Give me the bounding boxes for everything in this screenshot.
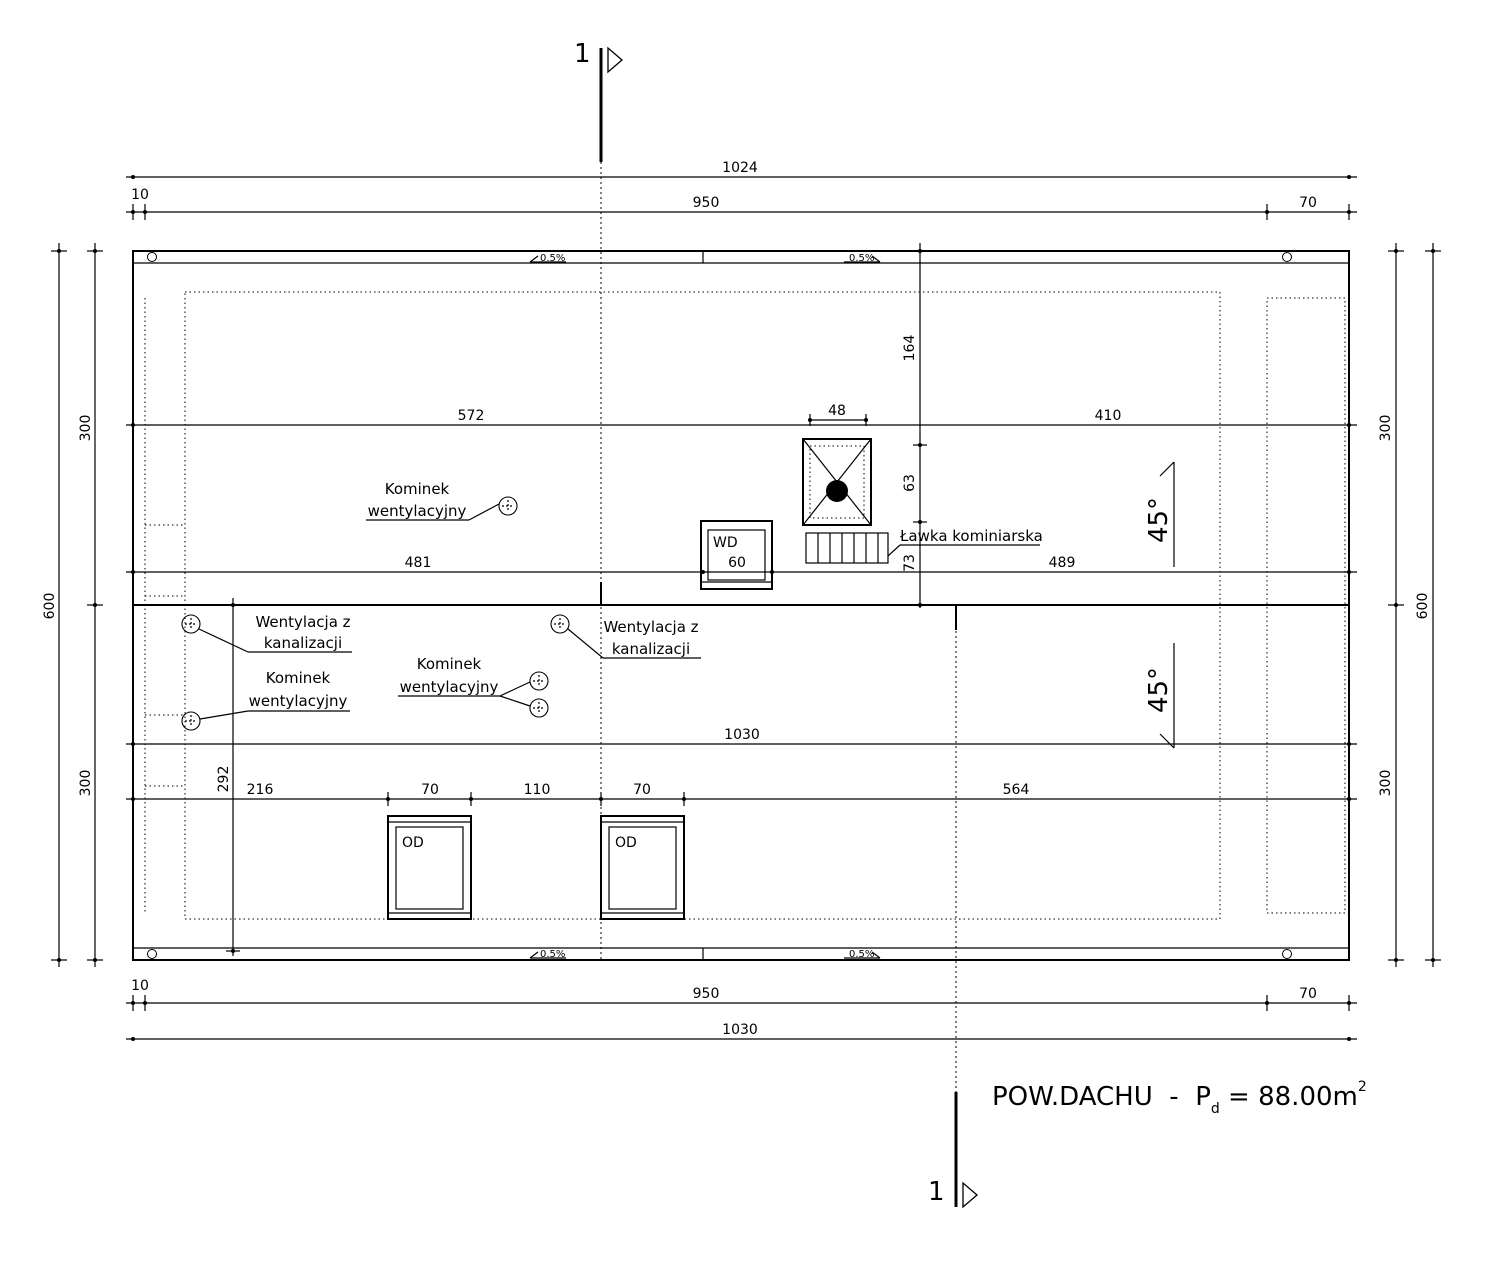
pitch-upper: 45° [1144, 461, 1175, 567]
dim-top-right: 70 [1299, 195, 1317, 211]
vent-circle-icon [181, 711, 201, 731]
dim-row3-full: 1030 [724, 727, 760, 743]
dim-right-upper: 300 [1378, 415, 1394, 442]
roof-area-prefix: POW.DACHU - P [992, 1082, 1211, 1112]
roof-window-1: OD [387, 815, 472, 920]
vent-circle-icon [529, 698, 549, 718]
pitch-lower: 45° [1144, 643, 1175, 749]
label-kominek-2b: wentylacyjny [249, 692, 348, 710]
section-label-bottom: 1 [928, 1177, 945, 1207]
label-kominek-1a: Kominek [385, 480, 450, 498]
label-went-1b: kanalizacji [264, 634, 342, 652]
left-dimensions: 600 300 300 [42, 243, 103, 967]
vent-chimney-1: Kominek wentylacyjny [366, 480, 518, 521]
label-window-2: OD [615, 835, 637, 851]
dim-left-total: 600 [42, 593, 58, 620]
roof-hatch: WD [700, 520, 773, 590]
sewer-vent-2: Wentylacja z kanalizacji [550, 614, 701, 659]
dim-bottom-left: 10 [131, 978, 149, 994]
label-went-1a: Wentylacja z [255, 613, 350, 631]
dim-row1-right: 410 [1095, 408, 1122, 424]
label-kominek-3b: wentylacyjny [400, 678, 499, 696]
label-went-2b: kanalizacji [612, 640, 690, 658]
dim-row1-left: 572 [458, 408, 485, 424]
roof-window-2: OD [600, 815, 685, 920]
section-label-top: 1 [574, 39, 591, 69]
angle-lower: 45° [1144, 667, 1174, 713]
sewer-vent-1: Wentylacja z kanalizacji [181, 613, 352, 653]
vent-chimney-3: Kominek wentylacyjny [398, 655, 549, 718]
label-kominek-3a: Kominek [417, 655, 482, 673]
bottom-dimensions: 10 950 70 1030 [126, 978, 1357, 1041]
roof-area-sup: 2 [1358, 1079, 1367, 1095]
slope-bottom-left: 0.5% [540, 949, 565, 960]
chimney [802, 438, 872, 526]
angle-upper: 45° [1144, 497, 1174, 543]
dim-vent-vertical: 292 [216, 766, 232, 793]
label-hatch: WD [713, 535, 738, 551]
slope-bottom-right: 0.5% [849, 949, 874, 960]
vent-chimney-2: Kominek wentylacyjny [181, 669, 350, 731]
label-kominek-2a: Kominek [266, 669, 331, 687]
vent-circle-icon [181, 614, 201, 634]
dim-row1-chimney: 48 [828, 403, 846, 419]
slope-marks: 0.5% 0.5% 0.5% 0.5% [529, 253, 881, 960]
dim-top-overall: 1024 [722, 160, 758, 176]
label-window-1: OD [402, 835, 424, 851]
slope-top-right: 0.5% [849, 253, 874, 264]
dim-row2-left: 481 [405, 555, 432, 571]
dim-left-lower: 300 [78, 770, 94, 797]
roof-area-value: = 88.00m [1220, 1082, 1358, 1112]
dim-bottom-overall: 1030 [722, 1022, 758, 1038]
top-dimensions: 1024 10 950 70 [126, 160, 1357, 220]
vent-circle-icon [529, 671, 549, 691]
dim-chimney-top: 164 [902, 335, 918, 362]
section-marker-bottom: 1 [928, 606, 978, 1209]
chimney-flue-icon [826, 480, 848, 502]
dim-row4-window1: 70 [421, 782, 439, 798]
label-went-2a: Wentylacja z [603, 618, 698, 636]
dim-bottom-main: 950 [693, 986, 720, 1002]
dim-top-left: 10 [131, 187, 149, 203]
dim-top-main: 950 [693, 195, 720, 211]
dim-row2-right: 489 [1049, 555, 1076, 571]
vent-pipes: Kominek wentylacyjny Wentylacja z kanali… [181, 480, 701, 731]
dim-chimney-low: 73 [902, 554, 918, 572]
dim-row4-window2: 70 [633, 782, 651, 798]
right-dimensions: 300 300 600 [1378, 243, 1441, 967]
slope-top-left: 0.5% [540, 253, 565, 264]
dim-bottom-right: 70 [1299, 986, 1317, 1002]
roof-area-sub: d [1211, 1101, 1220, 1117]
vent-circle-icon [550, 614, 570, 634]
dim-right-lower: 300 [1378, 770, 1394, 797]
roof-outline [132, 250, 1350, 961]
interior-dimensions: 572 48 410 164 63 73 481 60 489 1030 216… [126, 243, 1357, 956]
label-lawka: Ławka kominiarska [899, 527, 1043, 545]
svg-text:POW.DACHU - Pd = 88.00m2: POW.DACHU - Pd = 88.00m2 [992, 1079, 1367, 1117]
dim-row4-gap: 110 [524, 782, 551, 798]
label-kominek-1b: wentylacyjny [368, 502, 467, 520]
dim-chimney-mid: 63 [902, 474, 918, 492]
dim-right-total: 600 [1415, 593, 1431, 620]
dim-row2-hatch: 60 [728, 555, 746, 571]
dim-row4-rest: 564 [1003, 782, 1030, 798]
vent-circle-icon [498, 496, 518, 516]
chimney-bench: Ławka kominiarska [805, 527, 1043, 564]
dim-left-upper: 300 [78, 415, 94, 442]
dim-row4-a: 216 [247, 782, 274, 798]
roof-area-label: POW.DACHU - Pd = 88.00m2 [992, 1079, 1367, 1117]
